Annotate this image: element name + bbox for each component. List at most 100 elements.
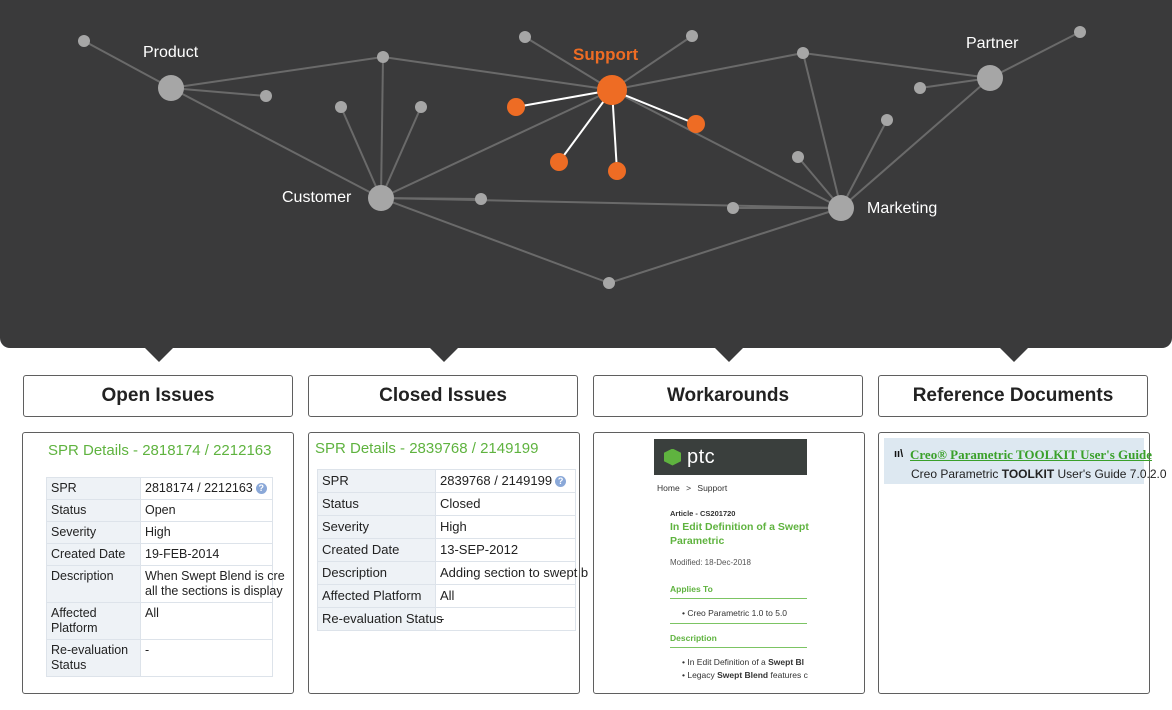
row-key: Re-evaluation Status [46, 639, 141, 677]
breadcrumb-home[interactable]: Home [657, 483, 680, 493]
help-icon[interactable]: ? [555, 476, 567, 487]
desc-text: Legacy [687, 670, 718, 680]
row-value: All [140, 602, 273, 640]
tab-open-issues[interactable]: Open Issues [23, 375, 293, 417]
row-key: Re-evaluation Status [317, 607, 443, 631]
pointer-open [144, 347, 174, 362]
node-support[interactable] [597, 75, 627, 105]
row-key: SPR [317, 469, 436, 493]
article-modified: Modified: 18-Dec-2018 [670, 558, 751, 567]
article-id: Article - CS201720 [670, 509, 736, 518]
row-value: 19-FEB-2014 [140, 543, 273, 566]
table-row: Re-evaluation Status - [317, 607, 576, 631]
tab-reference-documents[interactable]: Reference Documents [878, 375, 1148, 417]
article-title-line-1[interactable]: In Edit Definition of a Swept [670, 521, 809, 533]
label-product: Product [143, 44, 199, 61]
divider [670, 598, 807, 599]
active-nodes [507, 75, 705, 180]
table-row: Affected Platform All [46, 602, 273, 640]
node-small [519, 31, 531, 43]
desc-bold: Swept Blend [717, 670, 769, 680]
network-graph: Product Support Partner Customer Marketi… [0, 0, 1172, 348]
node-small [78, 35, 90, 47]
applies-to-heading: Applies To [670, 584, 713, 594]
label-customer: Customer [282, 189, 352, 206]
table-row: SPR 2818174 / 2212163? [46, 477, 273, 500]
tab-closed-issues[interactable]: Closed Issues [308, 375, 578, 417]
row-key: Severity [46, 521, 141, 544]
node-small [377, 51, 389, 63]
closed-issues-panel: SPR Details - 2839768 / 2149199 SPR 2839… [308, 432, 588, 694]
ptc-brand: ptc [687, 445, 716, 468]
divider [670, 647, 807, 648]
spr-number: 2839768 / 2149199 [440, 473, 553, 488]
ptc-header-bar: ptc [654, 439, 807, 475]
closed-spr-title: SPR Details - 2839768 / 2149199 [315, 440, 539, 457]
table-row: Severity High [317, 515, 576, 539]
tab-workarounds[interactable]: Workarounds [593, 375, 863, 417]
row-value: All [435, 584, 576, 608]
desc-text: In Edit Definition of a [687, 657, 769, 667]
node-small [797, 47, 809, 59]
node-small [603, 277, 615, 289]
reference-subtitle: Creo Parametric TOOLKIT User's Guide 7.0… [911, 467, 1167, 481]
label-support: Support [573, 45, 639, 64]
row-value: 13-SEP-2012 [435, 538, 576, 562]
table-row: Description Adding section to swept b [317, 561, 588, 585]
node-small [792, 151, 804, 163]
row-key: Affected Platform [317, 584, 436, 608]
table-row: Created Date 13-SEP-2012 [317, 538, 576, 562]
breadcrumb-support[interactable]: Support [697, 483, 728, 493]
breadcrumb: Home > Support [657, 483, 727, 493]
article-title-line-2[interactable]: Parametric [670, 535, 725, 547]
description-line: When Swept Blend is cre [145, 569, 285, 583]
node-product[interactable] [158, 75, 184, 101]
node-marketing[interactable] [828, 195, 854, 221]
node-support-child[interactable] [687, 115, 705, 133]
node-small [881, 114, 893, 126]
row-key: Affected Platform [46, 602, 141, 640]
reference-item: ıı\ Creo® Parametric TOOLKIT User's Guid… [884, 438, 1167, 484]
row-value: 2818174 / 2212163? [140, 477, 273, 500]
spr-number: 2818174 / 2212163 [145, 481, 253, 495]
description-heading: Description [670, 633, 717, 643]
row-key: SPR [46, 477, 141, 500]
desc-bold: Swept Bl [768, 657, 805, 667]
row-key: Description [46, 565, 141, 603]
help-icon[interactable]: ? [255, 483, 267, 494]
divider [670, 623, 807, 624]
ref-sub-text: User's Guide 7.0.2.0 [1054, 467, 1167, 481]
node-support-child[interactable] [550, 153, 568, 171]
desc-text: features c [768, 670, 808, 680]
row-key: Status [46, 499, 141, 522]
node-support-child[interactable] [608, 162, 626, 180]
description-item: • Legacy Swept Blend features c [682, 670, 808, 680]
open-issues-panel: SPR Details - 2818174 / 2212163 SPR 2818… [22, 432, 294, 694]
row-value: Adding section to swept b [435, 561, 588, 585]
pointer-reference [999, 347, 1029, 362]
row-value: - [140, 639, 273, 677]
ref-sub-bold: TOOLKIT [1001, 467, 1055, 481]
node-partner[interactable] [977, 65, 1003, 91]
row-key: Created Date [46, 543, 141, 566]
table-row: Affected Platform All [317, 584, 576, 608]
reference-documents-panel: ıı\ Creo® Parametric TOOLKIT User's Guid… [878, 432, 1167, 694]
row-value: 2839768 / 2149199? [435, 469, 576, 493]
row-value: - [435, 607, 576, 631]
network-nodes [78, 26, 1086, 289]
node-customer[interactable] [368, 185, 394, 211]
row-key: Description [317, 561, 436, 585]
node-support-child[interactable] [507, 98, 525, 116]
table-row: Created Date 19-FEB-2014 [46, 543, 273, 566]
reference-link[interactable]: Creo® Parametric TOOLKIT User's Guide [910, 447, 1153, 462]
description-item: • In Edit Definition of a Swept Bl [682, 657, 805, 667]
table-row: Status Closed [317, 492, 576, 516]
table-row: SPR 2839768 / 2149199? [317, 469, 576, 493]
pointer-workarounds [714, 347, 744, 362]
breadcrumb-separator: > [686, 483, 692, 493]
node-small [727, 202, 739, 214]
row-key: Severity [317, 515, 436, 539]
node-small [686, 30, 698, 42]
